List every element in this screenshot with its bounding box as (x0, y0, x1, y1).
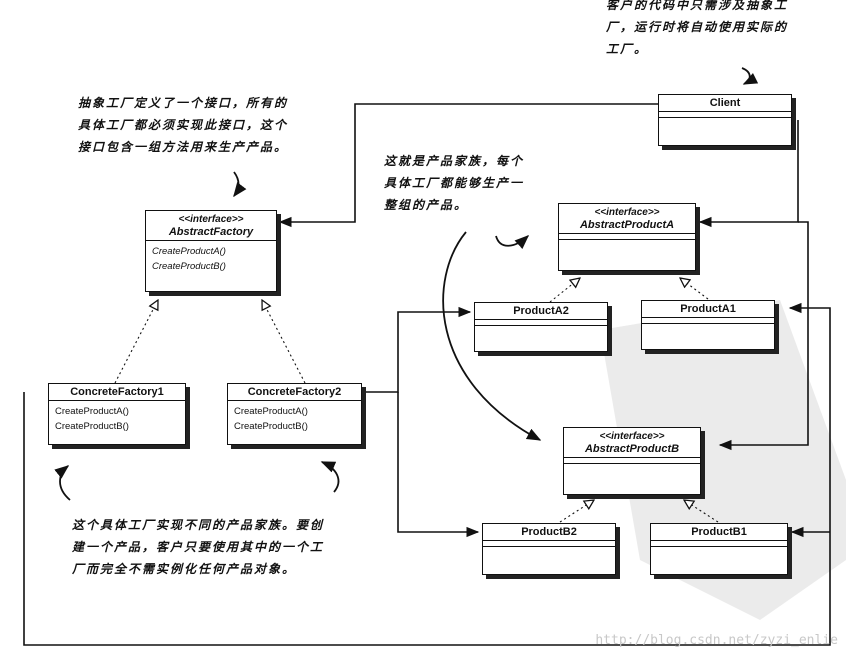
b1-implements-apb-line (684, 500, 719, 523)
concrete-factory-1-operations: CreateProductA() CreateProductB() (49, 401, 185, 437)
factory2-to-productA2-line (362, 306, 472, 393)
abstract-product-b-attributes (564, 458, 700, 464)
abstract-factory-operations: CreateProductA() CreateProductB() (146, 241, 276, 277)
abstract-factory-stereotype: <<interface>> (178, 214, 244, 225)
product-b1-attributes (651, 541, 787, 547)
product-a1-box: ProductA1 (641, 300, 775, 350)
client-note-line: 厂，运行时将自动使用实际的 (606, 20, 789, 34)
concrete-factory-note-line: 厂而完全不需实例化任何产品对象。 (72, 562, 297, 576)
product-b2-attributes (483, 541, 615, 547)
cf1-implements-af-line (114, 300, 158, 384)
concrete-note-arrow-right (320, 461, 340, 493)
abstract-product-a-header: <<interface>> AbstractProductA (559, 204, 695, 234)
abstract-factory-header: <<interface>> AbstractFactory (146, 211, 276, 241)
a1-implements-apa-line (680, 278, 713, 303)
abstract-product-a-attributes (559, 234, 695, 240)
abstract-product-b-header: <<interface>> AbstractProductB (564, 428, 700, 458)
client-note-line: 工厂。 (606, 42, 649, 56)
concrete-factory-2-box: ConcreteFactory2 CreateProductA() Create… (227, 383, 362, 445)
concrete-factory-2-operations: CreateProductA() CreateProductB() (228, 401, 361, 437)
concrete-factory-1-op: CreateProductA() (55, 406, 129, 417)
watermark-url: http://blog.csdn.net/zyzi_enlie (595, 633, 838, 648)
abstract-product-b-stereotype: <<interface>> (599, 431, 665, 442)
client-to-product-b-line (718, 221, 809, 451)
abstract-product-b-box: <<interface>> AbstractProductB (563, 427, 701, 495)
concrete-factory-1-name: ConcreteFactory1 (49, 384, 185, 401)
factory-note: 抽象工厂定义了一个接口，所有的 具体工厂都必须实现此接口，这个 接口包含一组方法… (78, 92, 288, 158)
b2-implements-apb-line (559, 500, 594, 523)
concrete-note-arrow-left (54, 465, 71, 501)
concrete-factory-note-line: 这个具体工厂实现不同的产品家族。要创 (72, 518, 325, 532)
concrete-factory-2-op: CreateProductA() (234, 406, 308, 417)
client-note-arrow (741, 67, 759, 85)
abstract-factory-op: CreateProductA() (152, 246, 226, 257)
factory2-to-productB2-line (397, 392, 480, 538)
client-note: 客户的代码中只需涉及抽象工 厂，运行时将自动使用实际的 工厂。 (606, 0, 788, 60)
client-name: Client (659, 95, 791, 112)
a2-implements-apa-line (549, 278, 580, 303)
product-family-note-line: 整组的产品。 (384, 198, 469, 212)
product-a2-box: ProductA2 (474, 302, 608, 352)
client-to-abstract-factory-line (278, 103, 658, 228)
family-arrow-up (495, 235, 530, 250)
factory1-to-products-line (23, 302, 831, 646)
abstract-product-a-stereotype: <<interface>> (594, 207, 660, 218)
factory-note-arrow (233, 171, 247, 198)
abstract-factory-box: <<interface>> AbstractFactory CreateProd… (145, 210, 277, 292)
abstract-product-a-name: AbstractProductA (579, 219, 675, 231)
concrete-factory-2-name: ConcreteFactory2 (228, 384, 361, 401)
product-family-note: 这就是产品家族，每个 具体工厂都能够生产一 整组的产品。 (384, 150, 524, 216)
product-b1-name: ProductB1 (651, 524, 787, 541)
abstract-product-a-box: <<interface>> AbstractProductA (558, 203, 696, 271)
client-attributes (659, 112, 791, 118)
concrete-factory-note-line: 建一个产品，客户只要使用其中的一个工 (72, 540, 325, 554)
abstract-factory-op: CreateProductB() (152, 261, 226, 272)
product-b2-name: ProductB2 (483, 524, 615, 541)
abstract-factory-name: AbstractFactory (168, 226, 254, 238)
product-b2-box: ProductB2 (482, 523, 616, 575)
concrete-factory-2-op: CreateProductB() (234, 421, 308, 432)
abstract-product-b-name: AbstractProductB (584, 443, 680, 455)
product-b1-box: ProductB1 (650, 523, 788, 575)
cf2-implements-af-line (262, 300, 306, 384)
product-family-note-line: 具体工厂都能够生产一 (384, 176, 525, 190)
client-note-line: 客户的代码中只需涉及抽象工 (606, 0, 789, 12)
concrete-factory-1-op: CreateProductB() (55, 421, 129, 432)
product-a1-name: ProductA1 (642, 301, 774, 318)
product-a2-name: ProductA2 (475, 303, 607, 320)
concrete-factory-note: 这个具体工厂实现不同的产品家族。要创 建一个产品，客户只要使用其中的一个工 厂而… (72, 514, 324, 580)
client-box: Client (658, 94, 792, 146)
product-a1-attributes (642, 318, 774, 324)
product-a2-attributes (475, 320, 607, 326)
factory-note-line: 具体工厂都必须实现此接口，这个 (78, 118, 289, 132)
factory-note-line: 接口包含一组方法用来生产产品。 (78, 140, 289, 154)
product-family-note-line: 这就是产品家族，每个 (384, 154, 525, 168)
family-arrow-down (442, 231, 542, 441)
factory-note-line: 抽象工厂定义了一个接口，所有的 (78, 96, 289, 110)
concrete-factory-1-box: ConcreteFactory1 CreateProductA() Create… (48, 383, 186, 445)
